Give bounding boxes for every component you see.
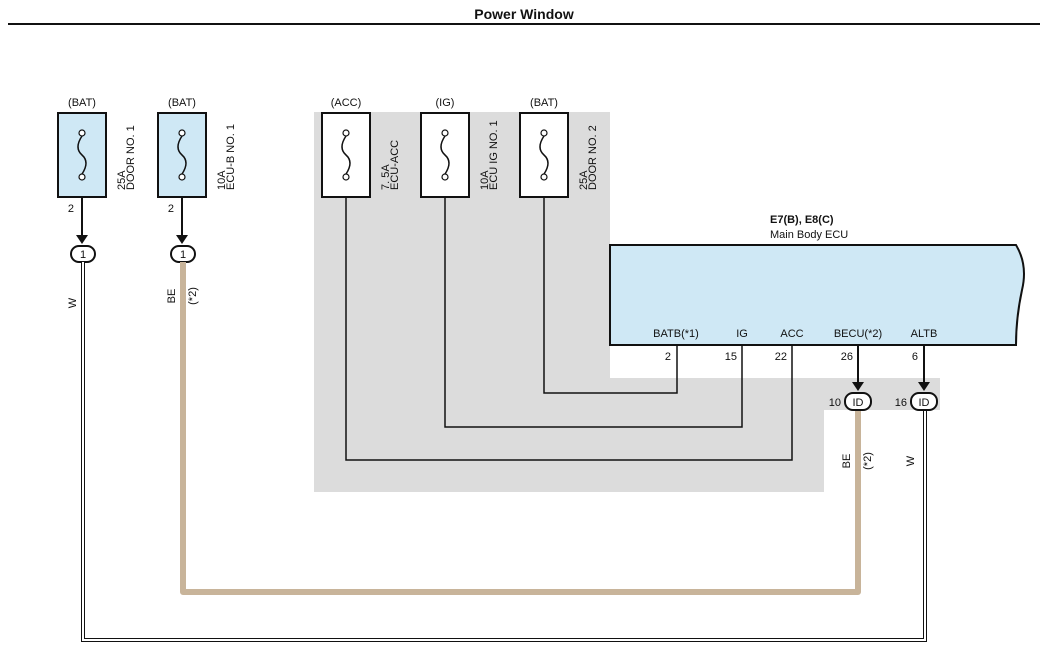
fuse-label-ecu-b-no1: 10A ECU-B NO. 1	[216, 124, 237, 190]
wire-note-label: (*2)	[187, 287, 199, 305]
svg-text:(*2): (*2)	[187, 287, 199, 305]
fuse-ecu-acc	[321, 112, 371, 198]
junction-connector-label: 1	[180, 249, 186, 261]
ecu-pin-number: 26	[841, 351, 853, 363]
ecu-pin-number: 2	[665, 351, 671, 363]
fuse-source-label: (BAT)	[68, 97, 96, 109]
ecu-pin-number: 15	[725, 351, 737, 363]
ecu-terminal-label: ACC	[780, 328, 803, 340]
ecu-name: Main Body ECU	[770, 229, 848, 241]
svg-text:DOOR NO. 1: DOOR NO. 1	[125, 125, 137, 190]
fuse-label-door-no2: 25A DOOR NO. 2	[578, 125, 599, 190]
fuse-door-no2	[519, 112, 569, 198]
svg-text:25A: 25A	[116, 170, 128, 190]
ecu-terminal-label: IG	[736, 328, 748, 340]
arrow-down-icon	[918, 382, 930, 391]
svg-text:W: W	[67, 297, 79, 308]
arrow-down-icon	[852, 382, 864, 391]
fuse-label-door-no1: 25A DOOR NO. 1	[116, 125, 137, 190]
svg-text:DOOR NO. 2: DOOR NO. 2	[587, 125, 599, 190]
arrow-down-icon	[176, 235, 188, 244]
wire-color-label: W	[67, 297, 79, 308]
wire-batb	[543, 197, 678, 394]
ecu-terminal-label: BATB(*1)	[653, 328, 699, 340]
ecu-module-area	[314, 112, 940, 492]
svg-text:BE: BE	[166, 289, 178, 304]
svg-text:10A: 10A	[479, 170, 491, 190]
id-connector	[910, 392, 938, 411]
wire-acc	[345, 197, 793, 461]
fuse-source-label: (BAT)	[530, 97, 558, 109]
diagram-title: Power Window	[474, 6, 574, 22]
ecu-connector-code: E7(B), E8(C)	[770, 214, 834, 226]
ecu-pin-number: 6	[912, 351, 918, 363]
id-connector-pin: 16	[895, 397, 907, 409]
fuse-label-ecu-ig-no1: 10A ECU IG NO. 1	[479, 120, 500, 190]
wire-color-label: BE	[841, 454, 853, 469]
fuse-pin-number: 2	[168, 203, 174, 215]
junction-connector-label: 1	[80, 249, 86, 261]
main-body-ecu-box	[609, 244, 1025, 346]
fuse-door-no1	[57, 112, 107, 198]
wire-w	[82, 262, 926, 641]
wire-note-label: (*2)	[862, 452, 874, 470]
fuse-source-label: (ACC)	[331, 97, 362, 109]
wire-color-label: W	[905, 455, 917, 466]
id-connector-pin: 10	[829, 397, 841, 409]
wire-ig	[444, 197, 743, 428]
ecu-terminal-label: BECU(*2)	[834, 328, 882, 340]
fuse-pin-number: 2	[68, 203, 74, 215]
arrow-down-icon	[76, 235, 88, 244]
id-connector	[844, 392, 872, 411]
fuse-source-label: (BAT)	[168, 97, 196, 109]
svg-text:7. 5A: 7. 5A	[380, 164, 392, 190]
svg-text:ECU-ACC: ECU-ACC	[389, 140, 401, 190]
fuse-source-label: (IG)	[436, 97, 455, 109]
id-connector-label: ID	[919, 397, 930, 409]
svg-text:ECU IG NO. 1: ECU IG NO. 1	[488, 120, 500, 190]
fuse-label-ecu-acc: 7. 5A ECU-ACC	[380, 140, 401, 190]
svg-text:ECU-B NO. 1: ECU-B NO. 1	[225, 124, 237, 190]
svg-text:(*2): (*2)	[862, 452, 874, 470]
svg-text:W: W	[905, 455, 917, 466]
id-connector-label: ID	[853, 397, 864, 409]
fuse-ecu-ig-no1	[420, 112, 470, 198]
ecu-pin-number: 22	[775, 351, 787, 363]
svg-text:10A: 10A	[216, 170, 228, 190]
svg-text:BE: BE	[841, 454, 853, 469]
fuse-ecu-b-no1	[157, 112, 207, 198]
ecu-terminal-label: ALTB	[911, 328, 938, 340]
wire-color-label: BE	[166, 289, 178, 304]
svg-text:25A: 25A	[578, 170, 590, 190]
wire-be	[180, 262, 861, 595]
